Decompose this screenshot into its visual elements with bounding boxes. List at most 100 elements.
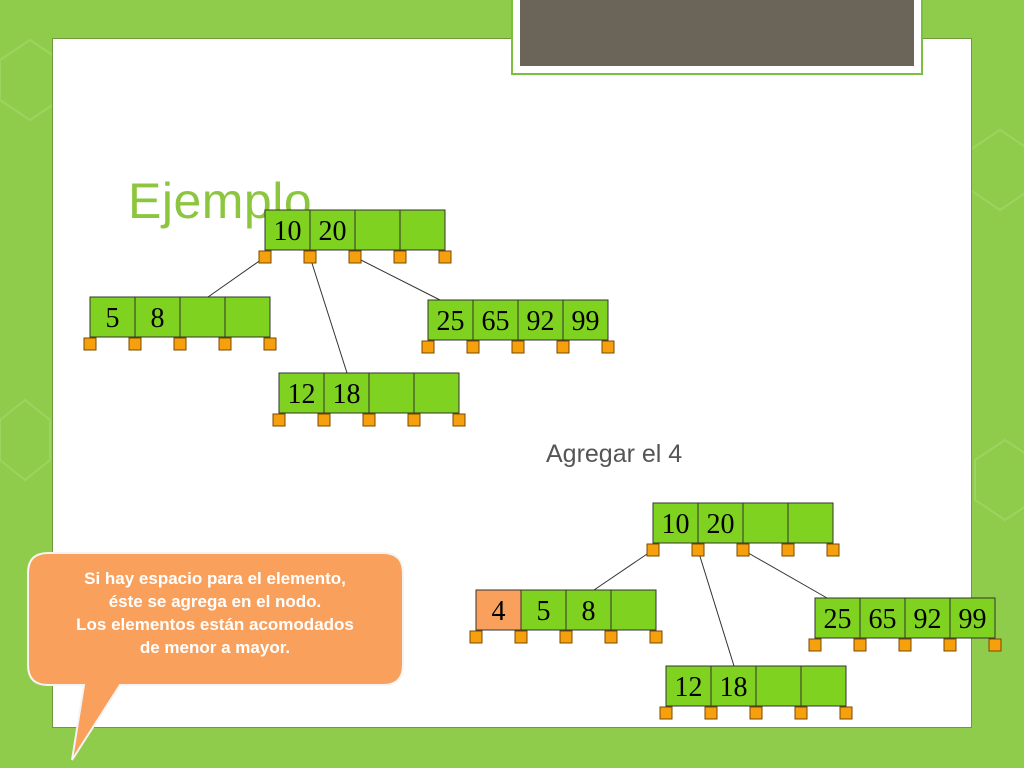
node-cell [323, 372, 370, 414]
tree-edge [309, 256, 348, 374]
child-pointer [348, 250, 362, 264]
child-pointer [303, 250, 317, 264]
node-key: 12 [675, 672, 703, 703]
node-key: 92 [914, 604, 942, 635]
after-middle-node: 12 18 [659, 665, 853, 720]
callout-line: de menor a mayor. [139, 638, 291, 657]
node-cell [665, 665, 712, 707]
node-cell [814, 597, 861, 639]
node-key: 20 [319, 216, 347, 247]
node-key: 18 [720, 672, 748, 703]
child-pointer [173, 337, 187, 351]
child-pointer [272, 413, 286, 427]
child-pointer [362, 413, 376, 427]
node-key: 5 [537, 596, 551, 627]
child-pointer [218, 337, 232, 351]
child-pointer [452, 413, 466, 427]
child-pointer [556, 340, 570, 354]
child-pointer [559, 630, 573, 644]
node-cell [399, 209, 446, 251]
child-pointer [649, 630, 663, 644]
node-key: 99 [572, 306, 600, 337]
child-pointer [317, 413, 331, 427]
child-pointer [646, 543, 660, 557]
node-key: 10 [662, 509, 690, 540]
child-pointer [83, 337, 97, 351]
node-cell [368, 372, 415, 414]
child-pointer [749, 706, 763, 720]
child-pointer [704, 706, 718, 720]
node-cell [224, 296, 271, 338]
child-pointer [466, 340, 480, 354]
top-frame-panel [520, 0, 914, 66]
child-pointer [943, 638, 957, 652]
before-root-node: 10 20 [258, 209, 452, 264]
child-pointer [839, 706, 853, 720]
child-pointer [794, 706, 808, 720]
child-pointer [469, 630, 483, 644]
node-cell [610, 589, 657, 631]
node-key: 20 [707, 509, 735, 540]
callout-line: Si hay espacio para el elemento, [84, 569, 346, 588]
child-pointer [263, 337, 277, 351]
child-pointer [128, 337, 142, 351]
child-pointer [736, 543, 750, 557]
node-key: 65 [482, 306, 510, 337]
after-right-node: 25 65 92 99 [808, 597, 1002, 652]
node-cell [697, 502, 744, 544]
node-cell [354, 209, 401, 251]
child-pointer [421, 340, 435, 354]
child-pointer [407, 413, 421, 427]
node-cell [562, 299, 609, 341]
tree-edge [354, 256, 441, 301]
tree-edge [697, 549, 735, 667]
node-cell [309, 209, 356, 251]
node-cell [904, 597, 951, 639]
child-pointer [514, 630, 528, 644]
child-pointer [659, 706, 673, 720]
child-pointer [393, 250, 407, 264]
child-pointer [601, 340, 615, 354]
child-pointer [853, 638, 867, 652]
child-pointer [511, 340, 525, 354]
callout-line: Los elementos están acomodados [76, 615, 354, 634]
insert-caption: Agregar el 4 [546, 440, 683, 468]
node-cell [565, 589, 612, 631]
node-cell [742, 502, 789, 544]
node-key: 99 [959, 604, 987, 635]
callout-line: éste se agrega en el nodo. [108, 592, 322, 611]
child-pointer [826, 543, 840, 557]
node-key: 4 [492, 596, 506, 627]
node-cell [264, 209, 311, 251]
child-pointer [604, 630, 618, 644]
node-cell [520, 589, 567, 631]
node-key: 25 [824, 604, 852, 635]
tree-edge [742, 549, 828, 599]
node-key: 8 [582, 596, 596, 627]
node-cell [710, 665, 757, 707]
node-cell [949, 597, 996, 639]
child-pointer [691, 543, 705, 557]
node-key: 65 [869, 604, 897, 635]
child-pointer [988, 638, 1002, 652]
node-key: 10 [274, 216, 302, 247]
child-pointer [258, 250, 272, 264]
node-cell [787, 502, 834, 544]
node-cell [413, 372, 460, 414]
callout-shape [27, 552, 404, 761]
node-key: 8 [151, 303, 165, 334]
callout-text: Si hay espacio para el elemento, éste se… [32, 567, 398, 659]
node-cell [475, 589, 522, 631]
tree-edge [593, 549, 654, 591]
node-key: 92 [527, 306, 555, 337]
node-cell [800, 665, 847, 707]
node-key: 5 [106, 303, 120, 334]
node-cell [134, 296, 181, 338]
after-root-node: 10 20 [646, 502, 840, 557]
node-cell [427, 299, 474, 341]
child-pointer [808, 638, 822, 652]
